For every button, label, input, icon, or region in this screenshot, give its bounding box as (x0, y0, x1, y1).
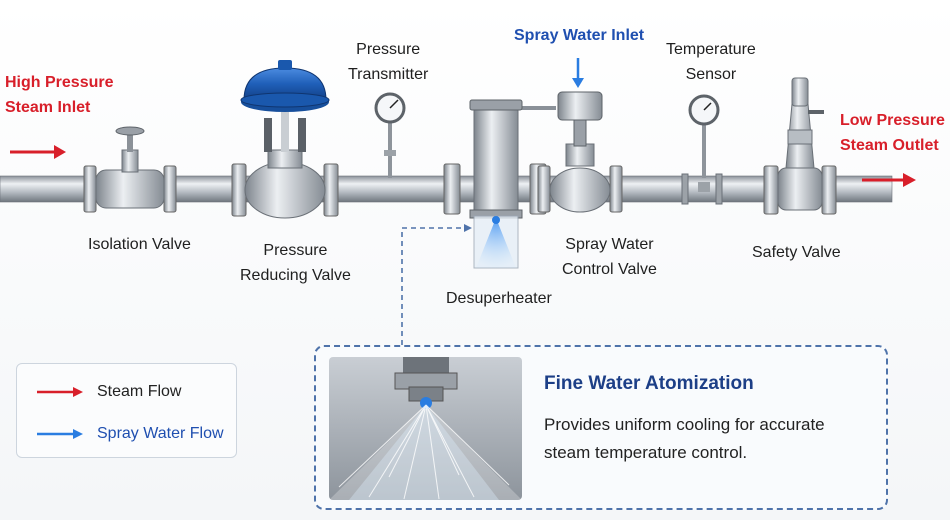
prv-label: Pressure Reducing Valve (240, 238, 351, 288)
spray-nozzle-photo (329, 357, 522, 500)
legend-spray-flow: Spray Water Flow (35, 422, 224, 446)
outlet-label: Low Pressure Steam Outlet (840, 108, 945, 158)
pipe-flanges (681, 173, 723, 205)
safety-valve-label: Safety Valve (752, 244, 841, 261)
callout-body: Provides uniform cooling for accurate st… (544, 415, 825, 462)
temperature-sensor-graphic (688, 94, 720, 192)
prv-label-line2: Reducing Valve (240, 267, 351, 284)
inlet-label-line2: Steam Inlet (5, 99, 91, 116)
desuperheater-graphic (443, 99, 547, 269)
nozzle-spray-illustration (329, 357, 522, 500)
callout-title: Fine Water Atomization (544, 373, 754, 394)
pt-label-line2: Transmitter (348, 66, 429, 83)
isolation-valve-label: Isolation Valve (88, 236, 191, 253)
spray-water-line (401, 58, 584, 345)
desuperheater-label: Desuperheater (446, 290, 552, 307)
inlet-arrow (10, 145, 66, 159)
outlet-label-line1: Low Pressure (840, 112, 945, 129)
spray-water-control-valve-graphic (537, 91, 623, 213)
ts-label-line2: Sensor (685, 66, 737, 83)
legend-steam-label: Steam Flow (97, 383, 182, 400)
legend-spray-label: Spray Water Flow (97, 425, 224, 442)
prv-label-line1: Pressure (263, 242, 328, 259)
safety-valve-graphic (763, 77, 837, 215)
pt-label-line1: Pressure (356, 41, 421, 58)
spray-control-valve-label: Spray Water Control Valve (562, 232, 657, 282)
outlet-label-line2: Steam Outlet (840, 137, 939, 154)
swcv-label-line2: Control Valve (562, 261, 657, 278)
spray-inlet-label: Spray Water Inlet (514, 27, 645, 44)
isolation-valve-graphic (83, 126, 177, 213)
pressure-transmitter-graphic (374, 92, 406, 178)
atomization-callout: Fine Water Atomization Provides uniform … (314, 345, 888, 510)
pressure-transmitter-label: Pressure Transmitter (348, 37, 428, 87)
red-arrow-icon (37, 387, 83, 397)
swcv-label-line1: Spray Water (565, 236, 654, 253)
pressure-reducing-valve-graphic (231, 60, 339, 219)
outlet-arrow (862, 173, 916, 187)
legend-steam-flow: Steam Flow (35, 380, 181, 404)
ts-label-line1: Temperature (666, 41, 756, 58)
inlet-label-line1: High Pressure (5, 74, 114, 91)
temperature-sensor-label: Temperature Sensor (666, 37, 756, 87)
legend: Steam Flow Spray Water Flow (16, 363, 237, 458)
inlet-label: High Pressure Steam Inlet (5, 70, 113, 120)
blue-arrow-icon (37, 429, 83, 439)
